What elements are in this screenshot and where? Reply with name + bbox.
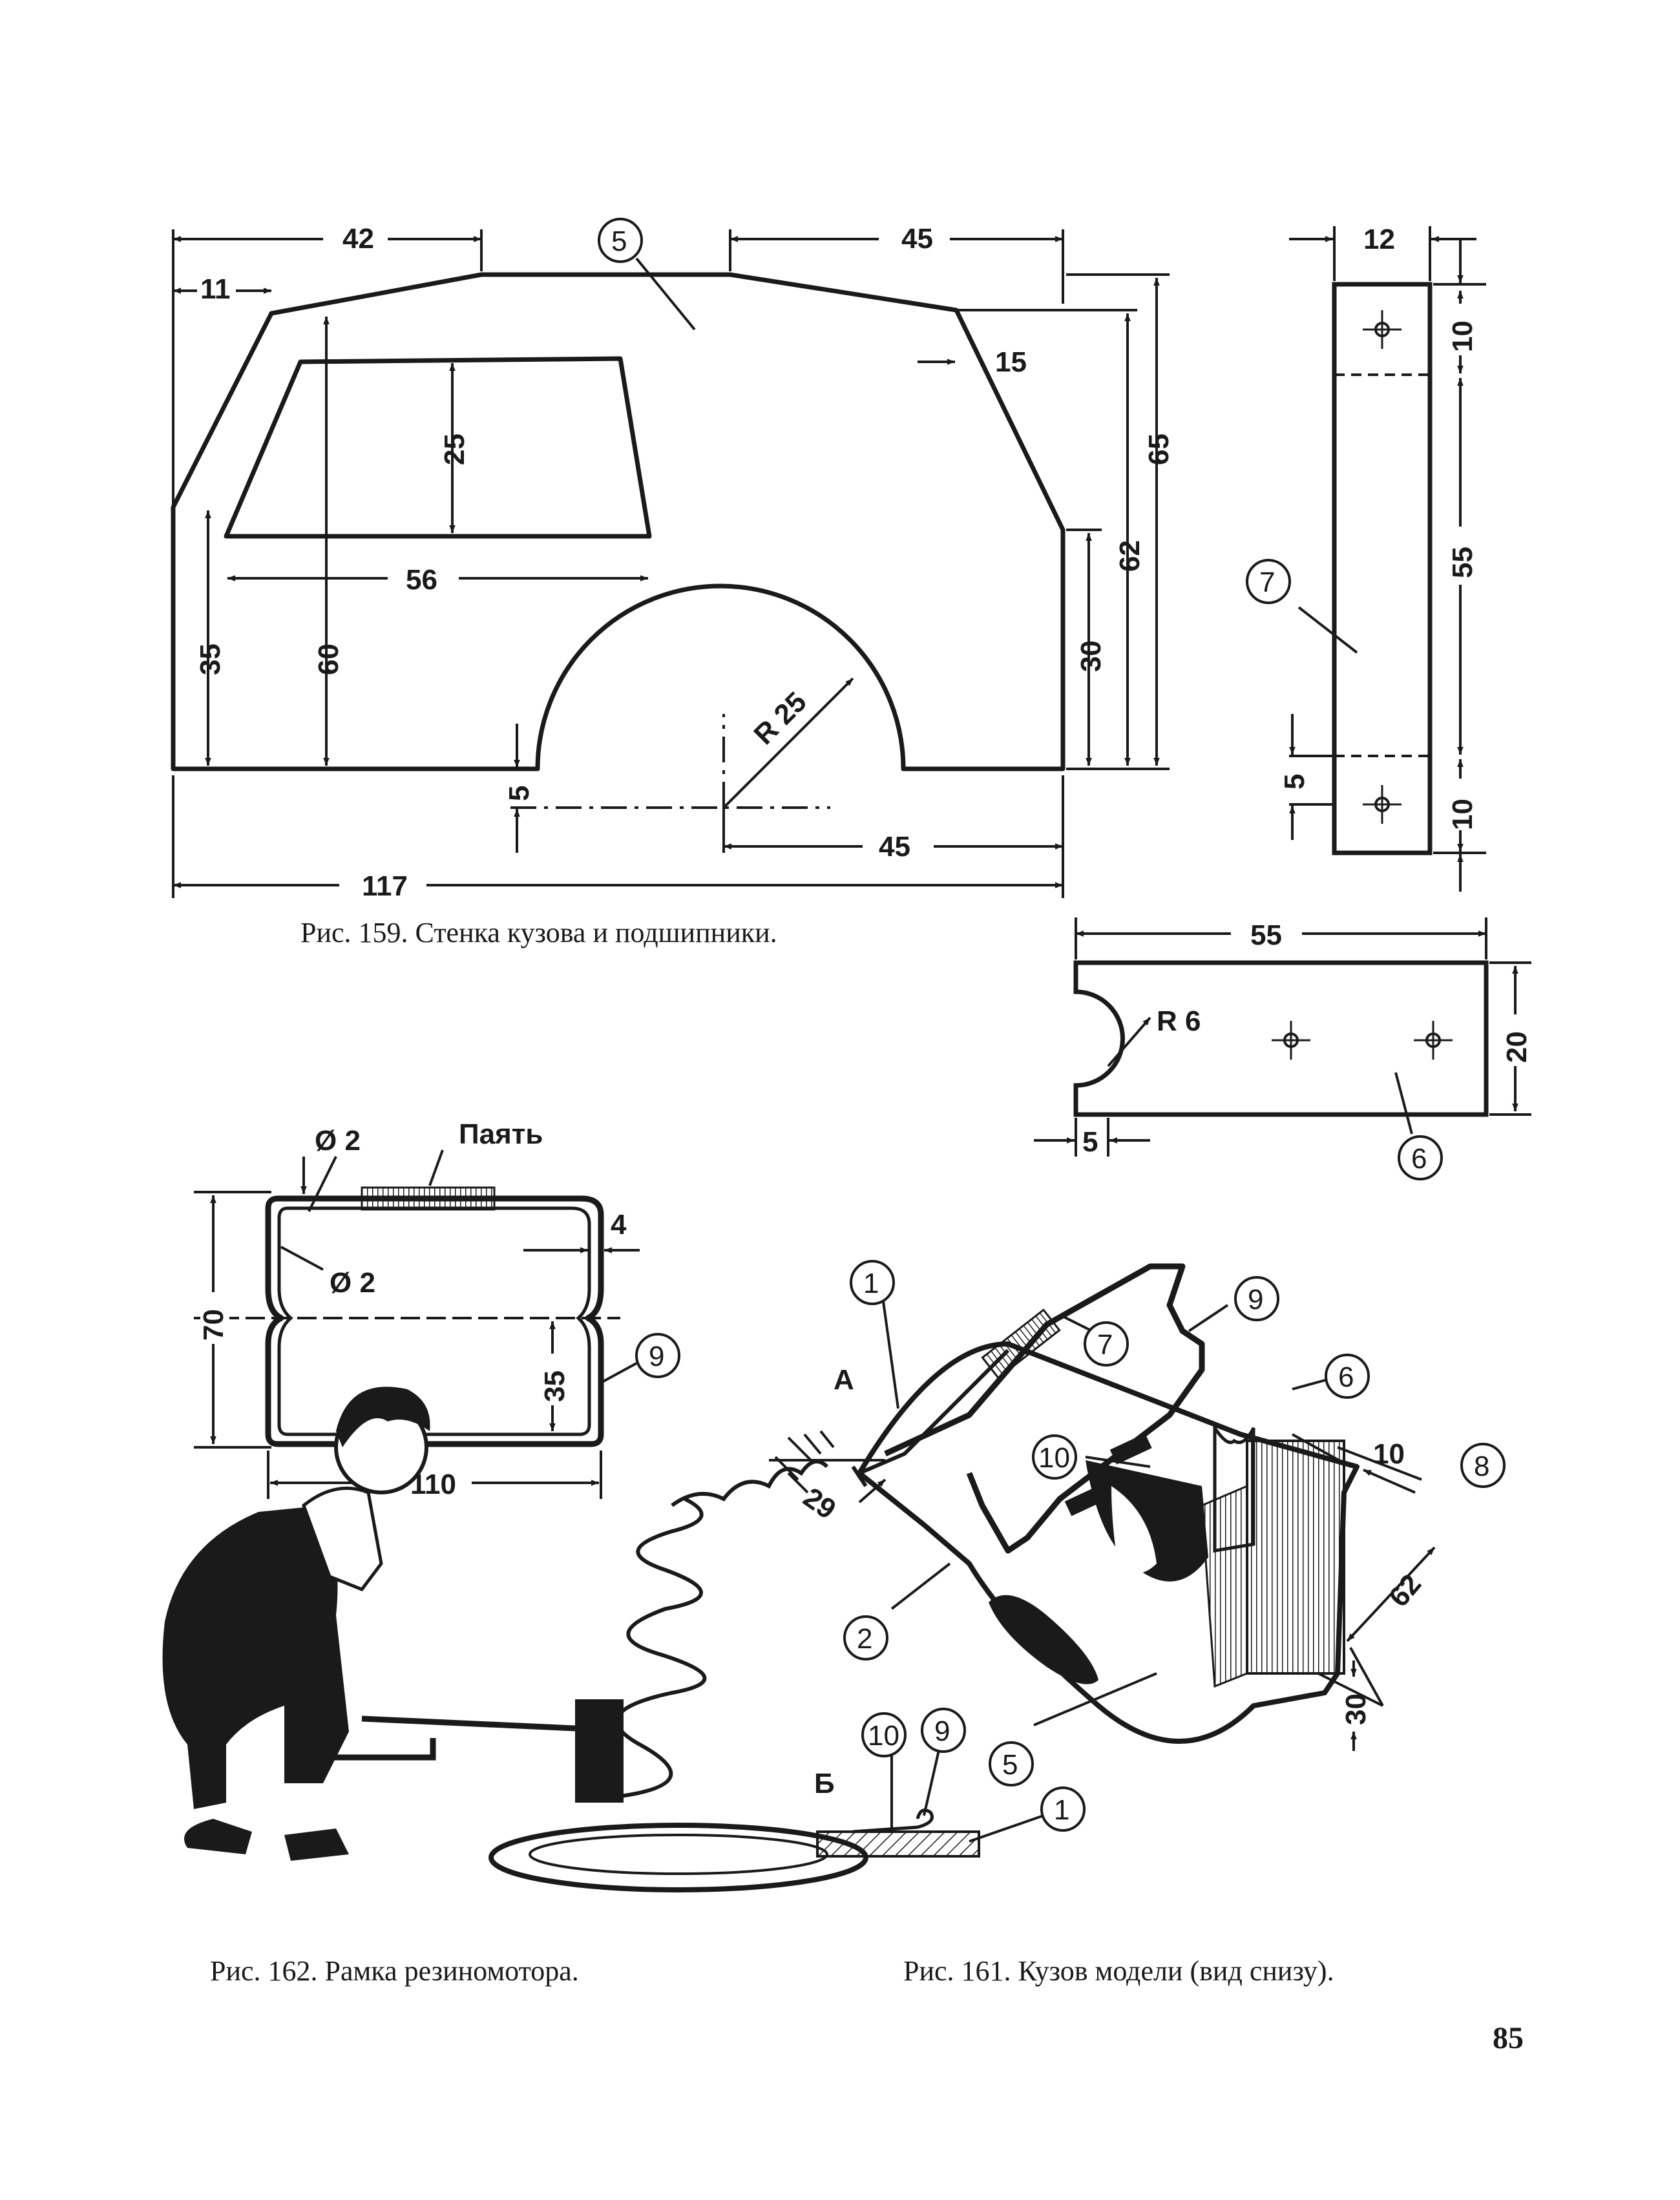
svg-text:1: 1 [863,1268,879,1299]
svg-text:62: 62 [1114,540,1146,572]
fig159-part-5: 5 [598,218,643,263]
svg-text:25: 25 [439,434,470,465]
svg-text:10: 10 [868,1720,899,1752]
svg-text:8: 8 [1474,1451,1489,1482]
svg-text:56: 56 [406,564,437,596]
fig161-caption: Рис. 161. Кузов модели (вид снизу). [903,1955,1334,1987]
svg-text:65: 65 [1143,434,1175,465]
svg-text:Б: Б [814,1768,835,1799]
bearing-6-part [1213,1422,1255,1553]
svg-text:А: А [834,1364,854,1396]
svg-text:Ø 2: Ø 2 [330,1267,375,1299]
svg-text:9: 9 [934,1715,950,1747]
svg-text:11: 11 [200,273,231,305]
svg-text:5: 5 [1002,1749,1018,1781]
svg-text:7: 7 [1259,567,1275,598]
part-marker-7 [1246,559,1291,604]
svg-text:2: 2 [857,1623,872,1655]
svg-text:10: 10 [1038,1442,1070,1474]
page-number: 85 [1493,2021,1524,2055]
fig159-dimension-labels: 42 11 45 15 65 62 25 56 35 60 30 R 25 5 … [194,221,1175,903]
part-marker-8 [1460,1443,1506,1488]
svg-text:5: 5 [1082,1126,1098,1158]
svg-text:Паять: Паять [459,1118,543,1150]
part-marker-2 [843,1615,888,1660]
svg-text:10: 10 [1447,320,1478,352]
fig159-caption: Рис. 159. Стенка кузова и подшипники. [300,917,777,948]
svg-text:4: 4 [611,1209,627,1241]
svg-text:R 6: R 6 [1157,1005,1201,1037]
svg-text:5: 5 [611,225,627,257]
svg-text:5: 5 [1279,774,1310,790]
svg-text:62: 62 [1383,1568,1427,1613]
svg-text:30: 30 [1340,1693,1372,1725]
fig162-frame: Ø 2 Ø 2 Паять 4 70 35 110 9 [194,1118,680,1500]
part-marker-1 [850,1260,895,1305]
twister-hook [575,1699,624,1803]
svg-text:12: 12 [1363,224,1395,255]
part-marker-5 [989,1741,1034,1786]
fig159-bearing-6: 55 R 6 20 5 6 [1034,917,1533,1180]
svg-text:35: 35 [194,644,226,675]
boy-twisting-rubber-illustration [162,1387,868,1892]
svg-text:60: 60 [313,644,344,675]
part-marker-6 [1398,1135,1443,1180]
soldered-coil [361,1186,496,1211]
part-marker-7 [1084,1321,1129,1367]
svg-text:10: 10 [1373,1438,1405,1470]
svg-text:30: 30 [1075,640,1107,672]
svg-text:20: 20 [1501,1031,1533,1063]
wooden-block-8 [1246,1440,1345,1675]
fig162-caption: Рис. 162. Рамка резиномотора. [210,1955,579,1987]
svg-text:6: 6 [1338,1361,1354,1393]
part-marker-6 [1325,1354,1370,1399]
svg-text:70: 70 [198,1309,229,1341]
svg-text:9: 9 [649,1341,664,1372]
fig159-bearing-7: 12 10 55 5 10 7 [1246,224,1486,892]
svg-text:35: 35 [539,1370,571,1402]
part-marker-9 [635,1333,680,1378]
svg-text:45: 45 [901,223,933,255]
fig161-detail-b: Б 10 9 1 [814,1708,1086,1858]
fig159-dimension-lines [172,229,1170,898]
part-marker-b1 [1040,1786,1086,1832]
window-opening [989,1595,1098,1684]
svg-text:10: 10 [1447,799,1478,830]
svg-text:7: 7 [1097,1329,1113,1361]
part-marker-b9 [921,1708,966,1753]
svg-text:6: 6 [1411,1143,1427,1175]
svg-text:15: 15 [995,346,1027,378]
fig159-body-wall [171,272,1066,771]
svg-text:1: 1 [1054,1794,1069,1826]
svg-text:45: 45 [879,831,910,863]
part-marker-5 [598,218,643,263]
part-marker-9 [1234,1276,1279,1321]
svg-text:117: 117 [362,870,408,902]
part-marker-b10 [861,1712,907,1757]
svg-text:5: 5 [503,786,535,801]
svg-text:Ø 2: Ø 2 [315,1125,361,1157]
svg-text:9: 9 [1248,1284,1263,1315]
svg-text:55: 55 [1447,547,1478,578]
svg-text:55: 55 [1250,919,1282,951]
svg-text:42: 42 [342,223,374,255]
svg-text:R 25: R 25 [748,686,812,751]
fig161-body-view: А 29 10 62 30 1 9 7 6 10 8 2 5 [769,1260,1506,1786]
part-marker-10 [1032,1434,1077,1480]
